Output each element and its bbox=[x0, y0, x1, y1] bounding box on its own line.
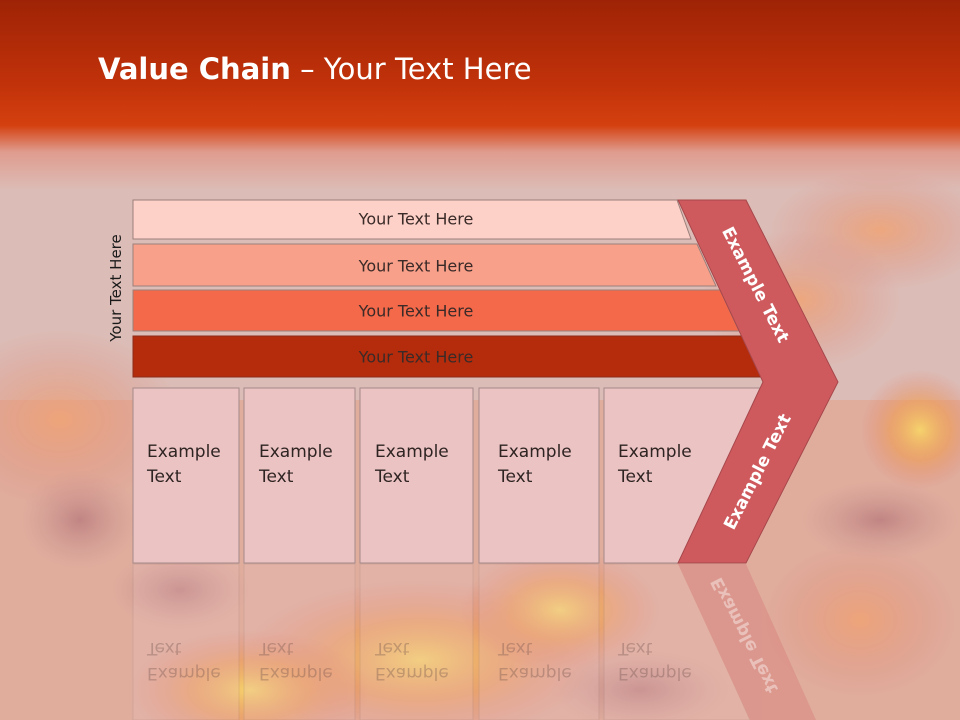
box-2-label: Example Text bbox=[259, 442, 333, 487]
box-5-reflection bbox=[603, 563, 751, 720]
box-5-reflected-label: Example Text bbox=[618, 638, 692, 683]
band-1-label: Your Text Here bbox=[358, 209, 474, 229]
box-2-reflected-label: Example Text bbox=[259, 638, 333, 683]
box-4-label: Example Text bbox=[498, 442, 572, 487]
header-band bbox=[0, 0, 960, 190]
chevron-arrow bbox=[677, 199, 839, 564]
title-rest: – Your Text Here bbox=[290, 52, 532, 86]
band-2-label: Your Text Here bbox=[358, 256, 474, 276]
box-1 bbox=[132, 387, 240, 564]
box-2-reflection bbox=[243, 563, 356, 720]
slide-title: Value Chain – Your Text Here bbox=[98, 52, 532, 86]
box-2 bbox=[243, 387, 356, 564]
box-1-label: Example Text bbox=[147, 442, 221, 487]
band-4-label: Your Text Here bbox=[358, 347, 474, 367]
chevron-reflection bbox=[678, 564, 816, 720]
box-3-reflection bbox=[359, 563, 474, 720]
box-1-reflection bbox=[132, 563, 240, 720]
title-bold: Value Chain bbox=[98, 52, 291, 86]
box-3 bbox=[359, 387, 474, 564]
box-3-reflected-label: Example Text bbox=[375, 638, 449, 683]
box-3-label: Example Text bbox=[375, 442, 449, 487]
band-2 bbox=[132, 243, 717, 287]
band-3-label: Your Text Here bbox=[358, 301, 474, 321]
box-5-label: Example Text bbox=[618, 442, 692, 487]
box-4 bbox=[478, 387, 600, 564]
box-1-reflected-label: Example Text bbox=[147, 638, 221, 683]
band-1 bbox=[132, 199, 692, 240]
box-4-reflected-label: Example Text bbox=[498, 638, 572, 683]
box-4-reflection bbox=[478, 563, 600, 720]
